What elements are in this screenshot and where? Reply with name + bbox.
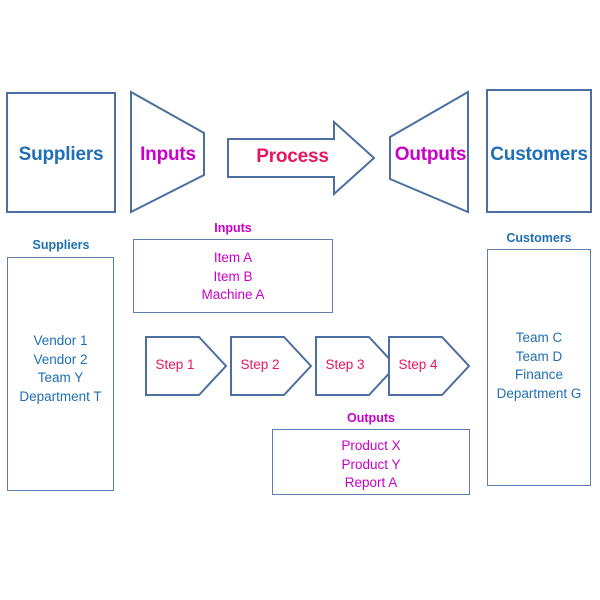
process-step-shape-1[interactable] bbox=[145, 336, 228, 396]
list-item: Item B bbox=[213, 268, 253, 284]
banner-label-customers: Customers bbox=[490, 144, 588, 165]
column-box-outputs bbox=[272, 429, 470, 495]
process-step-label-1[interactable]: Step 1 bbox=[155, 357, 195, 372]
process-step-shape-2[interactable] bbox=[230, 336, 313, 396]
list-item: Machine A bbox=[201, 287, 265, 302]
column-title-inputs: Inputs bbox=[214, 221, 252, 235]
column-list-suppliers: Vendor 1 Vendor 2 Team Y Department T bbox=[2, 332, 119, 406]
list-item: Department G bbox=[496, 385, 582, 401]
banner-label-outputs: Outputs bbox=[394, 144, 467, 165]
column-title-suppliers: Suppliers bbox=[32, 238, 90, 252]
list-item: Department T bbox=[19, 388, 102, 404]
list-item: Product Y bbox=[341, 456, 401, 472]
banner-label-suppliers: Suppliers bbox=[18, 144, 104, 165]
process-step-shape-3[interactable] bbox=[315, 336, 398, 396]
list-item: Item A bbox=[213, 250, 253, 265]
list-item: Finance bbox=[514, 367, 564, 382]
process-step-label-2[interactable]: Step 2 bbox=[240, 357, 280, 372]
banner-inputs-shape bbox=[130, 90, 205, 214]
process-step-shape-4[interactable] bbox=[388, 336, 471, 396]
column-list-inputs: Item A Item B Machine A bbox=[133, 249, 333, 305]
column-title-customers: Customers bbox=[506, 231, 572, 245]
list-item: Team Y bbox=[37, 370, 84, 385]
column-title-outputs: Outputs bbox=[347, 411, 395, 425]
banner-process-shape bbox=[227, 119, 376, 197]
banner-label-inputs: Inputs bbox=[140, 144, 196, 165]
banner-outputs-shape bbox=[389, 90, 469, 214]
column-list-customers: Team C Team D Finance Department G bbox=[480, 329, 598, 403]
banner-suppliers-shape bbox=[6, 92, 116, 213]
process-step-label-3[interactable]: Step 3 bbox=[325, 357, 365, 372]
list-item: Vendor 2 bbox=[33, 351, 88, 367]
list-item: Vendor 1 bbox=[33, 333, 88, 348]
list-item: Team C bbox=[515, 330, 563, 345]
column-box-inputs bbox=[133, 239, 333, 313]
list-item: Product X bbox=[341, 438, 401, 453]
banner-label-process: Process bbox=[256, 146, 329, 167]
list-item: Report A bbox=[344, 475, 398, 490]
banner-customers-shape bbox=[486, 89, 592, 213]
column-box-customers bbox=[487, 249, 591, 486]
list-item: Team D bbox=[515, 348, 563, 364]
column-list-outputs: Product X Product Y Report A bbox=[272, 437, 470, 493]
column-box-suppliers bbox=[7, 257, 114, 491]
process-step-label-4[interactable]: Step 4 bbox=[398, 357, 438, 372]
